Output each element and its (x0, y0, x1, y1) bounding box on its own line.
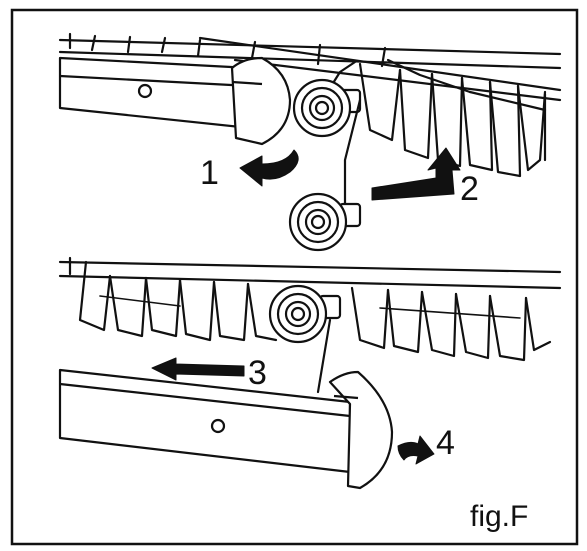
lower-side-wire (316, 318, 332, 394)
rail-hole-bottom (210, 418, 226, 434)
step-3-arrow (151, 357, 245, 381)
mounted-wheel (268, 284, 342, 344)
step-2-label: 2 (460, 170, 479, 208)
upper-end-cap (230, 56, 292, 146)
detached-wheel (288, 192, 362, 252)
step-3-label: 3 (248, 354, 267, 392)
step-2-arrow (371, 147, 461, 201)
lower-basket-wire (58, 256, 562, 362)
step-4-label: 4 (436, 424, 455, 462)
figure-caption: fig.F (470, 500, 528, 533)
lower-end-cap (328, 370, 394, 490)
step-4-arrow (397, 435, 435, 465)
upper-rail (58, 56, 252, 130)
upper-basket-wire-top (58, 32, 562, 178)
basket-side-wire (343, 98, 362, 212)
lower-rail (58, 368, 352, 474)
rail-hole-top (137, 83, 153, 99)
figure-border (10, 8, 579, 546)
step-1-label: 1 (200, 154, 219, 192)
upper-wheel (292, 78, 362, 138)
step-1-arrow (239, 149, 299, 187)
